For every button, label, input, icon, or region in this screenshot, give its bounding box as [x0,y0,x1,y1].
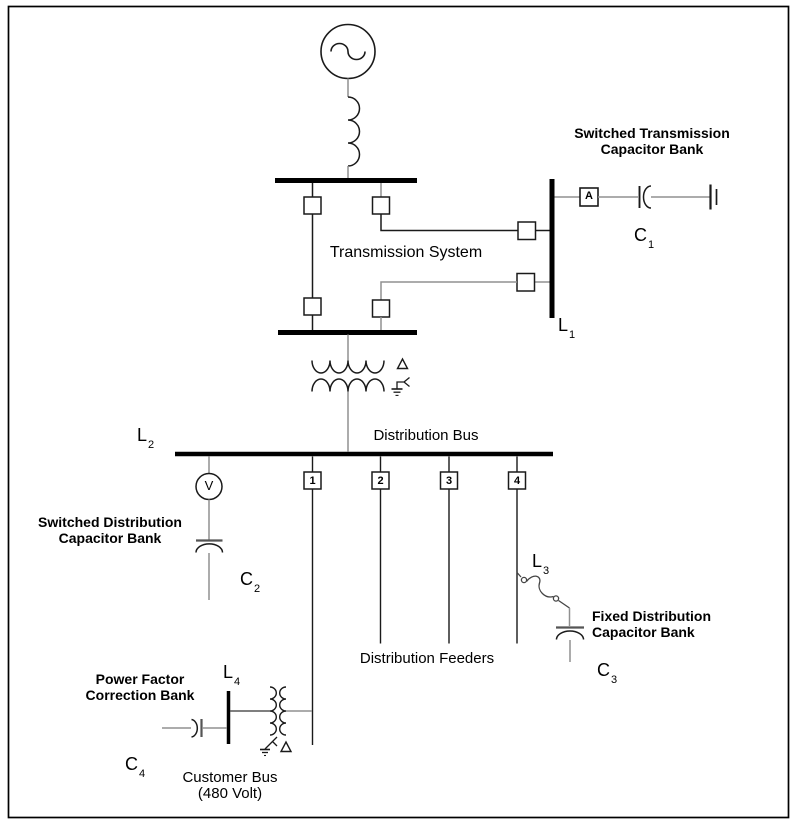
breaker-box [303,196,322,215]
label-base: C [125,754,138,774]
switched-transmission-cap-title: Switched Transmission Capacitor Bank [557,125,747,157]
wye-icon [264,736,278,750]
generator-symbol [320,23,376,178]
breaker-box [516,272,536,292]
label-l4: L4 [223,662,241,689]
title-line: Capacitor Bank [600,141,704,157]
label-base: C [240,569,253,589]
title-line: Correction Bank [85,687,195,703]
main-transformer-symbol [311,334,410,452]
fixed-distribution-cap-branch [516,572,585,662]
capacitor-curved-plate [191,718,199,738]
capacitor-curved-plate [555,630,585,640]
transmission-left-line [303,183,322,330]
label-l1: L1 [558,315,576,342]
distribution-bus-label: Distribution Bus [373,427,479,444]
label-base: L [137,425,148,445]
sine-wave-icon [330,42,366,61]
delta-icon [279,740,293,753]
label-c1: C1 [634,225,655,252]
label-sub: 2 [254,582,261,595]
transformer-secondary-winding [311,378,385,392]
capacitor-curved-plate [642,185,652,209]
breaker-box [371,196,391,215]
capacitor-curved-plate [195,543,224,553]
title-line: Switched Distribution [38,514,182,530]
label-l2: L2 [137,425,155,452]
page-border [7,5,790,819]
transformer-secondary-winding [269,686,277,736]
customer-bus-name: Customer Bus [182,769,278,786]
feeder-breaker-label-2: 2 [377,475,384,487]
feeder-breaker-label-1: 1 [309,475,316,487]
label-sub: 4 [139,767,146,780]
switched-transmission-cap-branch [554,184,718,210]
distribution-feeder-lines [303,456,527,745]
label-c3: C3 [597,660,618,687]
breaker-box [517,221,537,241]
customer-bus-label: Customer Bus (480 Volt) [160,770,300,802]
source-inductor-coil [347,96,361,167]
breaker-a-label: A [585,190,593,202]
title-line: Capacitor Bank [592,624,695,640]
transformer-primary-winding [311,360,385,374]
label-base: L [558,315,569,335]
fuse-cutout-contact [552,595,560,602]
fixed-distribution-cap-title: Fixed Distribution Capacitor Bank [592,608,711,640]
switched-distribution-cap-title: Switched Distribution Capacitor Bank [23,514,197,546]
title-line: Capacitor Bank [58,530,162,546]
label-c2: C2 [240,569,261,596]
fuse-cutout-contact [520,576,528,584]
fuse-link-curve [525,575,554,598]
power-factor-bank-title: Power Factor Correction Bank [52,671,228,703]
label-sub: 3 [543,564,550,577]
label-base: L [532,551,543,571]
label-sub: 2 [148,438,155,451]
feeder-breaker-label-3: 3 [445,475,453,487]
label-base: C [634,225,647,245]
distribution-feeders-label: Distribution Feeders [359,650,495,667]
customer-branch [162,686,312,757]
label-sub: 4 [234,675,241,688]
label-l3: L3 [532,551,550,578]
transmission-right-line [371,183,550,330]
label-sub: 1 [648,238,655,251]
label-base: C [597,660,610,680]
wye-icon [396,376,410,389]
title-line: Power Factor [95,671,185,687]
breaker-box [303,297,322,316]
label-c4: C4 [125,754,146,781]
breaker-box [371,299,391,318]
transformer-primary-winding [279,686,287,736]
label-base: L [223,662,234,682]
label-sub: 3 [611,673,618,686]
title-line: Fixed Distribution [592,608,711,624]
feeder-breaker-label-4: 4 [513,475,521,487]
customer-bus-voltage: (480 Volt) [197,785,263,802]
label-sub: 1 [569,328,576,341]
switched-distribution-cap-branch [195,456,224,600]
delta-icon [396,357,409,370]
transmission-system-label: Transmission System [329,244,483,261]
voltmeter-label: V [204,478,214,493]
title-line: Switched Transmission [574,125,730,141]
